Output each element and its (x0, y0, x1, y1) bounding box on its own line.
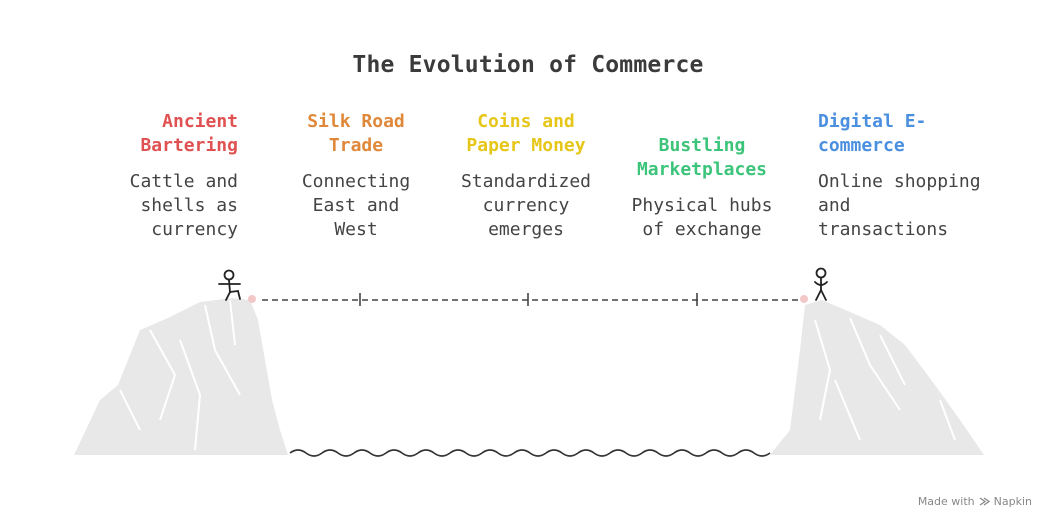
made-with-napkin-footer: Made with Napkin (918, 495, 1032, 508)
diagram-title: The Evolution of Commerce (352, 52, 704, 78)
milestone-digital-ecommerce: Digital E- commerce Online shopping and … (818, 110, 1018, 242)
milestone-heading: Bustling Marketplaces (636, 135, 768, 180)
water-wave (289, 449, 771, 457)
milestone-description: Cattle and shells as currency (129, 171, 238, 240)
right-anchor-point (800, 295, 808, 303)
milestone-heading: Silk Road Trade (307, 111, 405, 156)
milestone-bustling-marketplaces: Bustling Marketplaces Physical hubs of e… (602, 134, 802, 242)
right-stick-figure-icon (814, 267, 828, 301)
timeline-bridge (262, 293, 800, 306)
milestone-coins-paper-money: Coins and Paper Money Standardized curre… (426, 110, 626, 242)
milestone-ancient-bartering: Ancient Bartering Cattle and shells as c… (38, 110, 238, 242)
footer-brand: Napkin (993, 495, 1032, 508)
right-cliff (770, 300, 984, 455)
milestone-description: Standardized currency emerges (460, 171, 592, 240)
milestone-heading: Digital E- commerce (818, 111, 927, 156)
milestone-description: Online shopping and transactions (818, 171, 981, 240)
napkin-logo-icon (979, 497, 990, 506)
left-anchor-point (248, 295, 256, 303)
milestone-description: Physical hubs of exchange (631, 195, 773, 240)
left-cliff (74, 298, 288, 455)
milestone-silk-road-trade: Silk Road Trade Connecting East and West (256, 110, 456, 242)
milestone-description: Connecting East and West (301, 171, 411, 240)
milestone-heading: Ancient Bartering (140, 111, 238, 156)
milestone-heading: Coins and Paper Money (466, 111, 586, 156)
left-stick-figure-icon (218, 269, 241, 301)
footer-text: Made with (917, 495, 975, 508)
